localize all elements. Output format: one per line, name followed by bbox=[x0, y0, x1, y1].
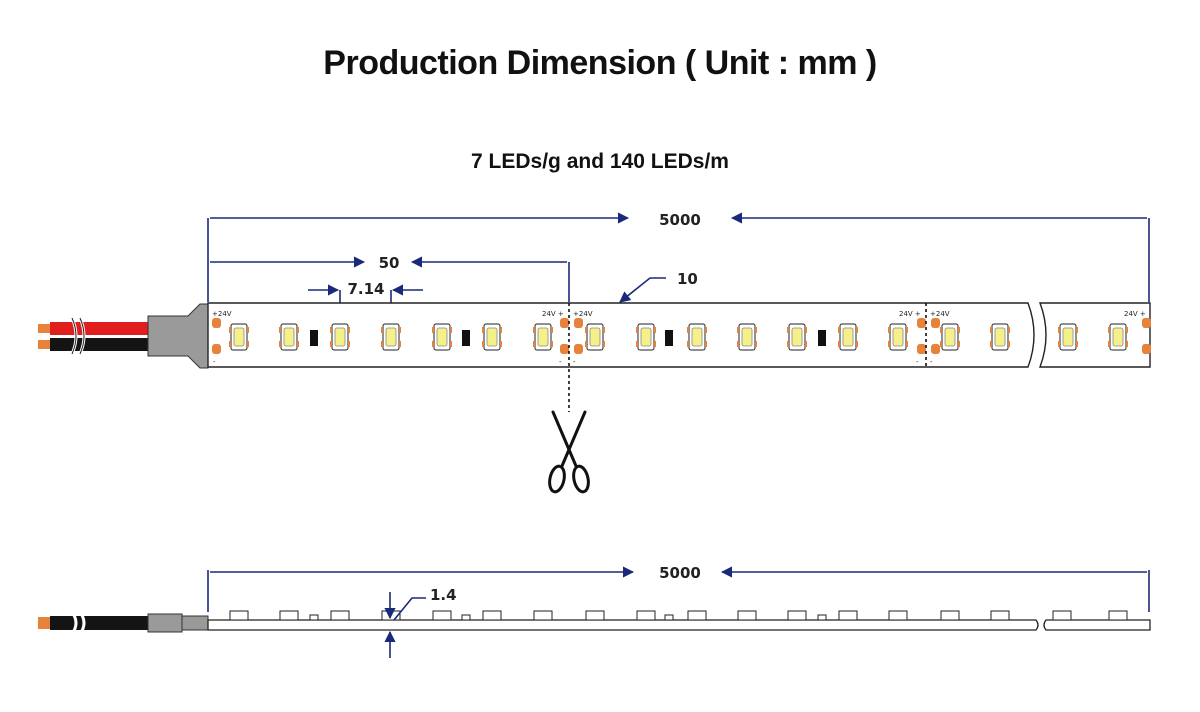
cut-group-dimension bbox=[210, 256, 570, 302]
led-strip-top bbox=[207, 302, 1151, 368]
solder-pad bbox=[212, 318, 221, 328]
led-chip bbox=[636, 323, 656, 351]
pad-label-cut2-right: +24V bbox=[930, 310, 950, 318]
side-led bbox=[787, 610, 807, 621]
side-resistor bbox=[461, 614, 471, 621]
solder-pad bbox=[1142, 344, 1151, 354]
led-chip bbox=[1108, 323, 1128, 351]
solder-pad bbox=[931, 344, 940, 354]
solder-pad bbox=[917, 344, 926, 354]
solder-pad bbox=[560, 344, 569, 354]
led-chip bbox=[229, 323, 249, 351]
led-chip bbox=[787, 323, 807, 351]
led-chip bbox=[585, 323, 605, 351]
led-chip bbox=[330, 323, 350, 351]
side-led bbox=[229, 610, 249, 621]
side-led bbox=[482, 610, 502, 621]
length-label-side: 5000 bbox=[659, 564, 701, 582]
pad-minus-cut2-right: - bbox=[930, 358, 933, 366]
led-pitch-label: 7.14 bbox=[347, 280, 384, 298]
led-chip bbox=[940, 323, 960, 351]
pad-label-cut2-left: 24V + bbox=[899, 310, 921, 318]
side-led bbox=[737, 610, 757, 621]
side-strip-end bbox=[1043, 619, 1151, 631]
side-led bbox=[990, 610, 1010, 621]
led-chip bbox=[279, 323, 299, 351]
side-connector-cap bbox=[181, 615, 209, 631]
pad-label-end: 24V + bbox=[1124, 310, 1146, 318]
side-led bbox=[330, 610, 350, 621]
pad-minus-cut2-left: - bbox=[916, 358, 919, 366]
led-chip bbox=[432, 323, 452, 351]
side-wire-tip bbox=[38, 617, 50, 629]
length-dimension-side bbox=[207, 566, 1150, 612]
thickness-label: 1.4 bbox=[430, 586, 457, 604]
side-led bbox=[838, 610, 858, 621]
side-strip bbox=[207, 619, 1039, 631]
side-led bbox=[585, 610, 605, 621]
top-view: 5000 50 7.14 10 bbox=[38, 211, 1151, 494]
side-connector bbox=[147, 613, 183, 633]
led-chip bbox=[482, 323, 502, 351]
resistor bbox=[310, 330, 318, 346]
resistor bbox=[462, 330, 470, 346]
side-led bbox=[279, 610, 299, 621]
length-dimension-top bbox=[207, 212, 1150, 302]
page-subtitle: 7 LEDs/g and 140 LEDs/m bbox=[471, 150, 729, 173]
resistor bbox=[818, 330, 826, 346]
side-led bbox=[888, 610, 908, 621]
side-led bbox=[636, 610, 656, 621]
solder-pad bbox=[574, 318, 583, 328]
end-connector bbox=[147, 303, 209, 369]
power-wires bbox=[38, 317, 150, 355]
solder-pad bbox=[212, 344, 221, 354]
pad-minus-cut1-right: - bbox=[573, 358, 576, 366]
pad-minus-label-start: - bbox=[213, 358, 216, 366]
led-chip bbox=[737, 323, 757, 351]
side-led bbox=[1108, 610, 1128, 621]
scissors-icon bbox=[548, 410, 590, 494]
pad-plus-label-start: +24V bbox=[212, 310, 232, 318]
resistor bbox=[665, 330, 673, 346]
solder-pad bbox=[574, 344, 583, 354]
solder-pad bbox=[917, 318, 926, 328]
solder-pad bbox=[931, 318, 940, 328]
side-view: 5000 1.4 bbox=[38, 564, 1151, 658]
led-chip bbox=[888, 323, 908, 351]
side-resistor bbox=[817, 614, 827, 621]
led-chip bbox=[381, 323, 401, 351]
side-resistor bbox=[309, 614, 319, 621]
width-label: 10 bbox=[677, 270, 698, 288]
side-resistor bbox=[664, 614, 674, 621]
pad-label-cut1-right: +24V bbox=[573, 310, 593, 318]
pad-label-cut1-left: 24V + bbox=[542, 310, 564, 318]
led-chip bbox=[990, 323, 1010, 351]
side-led bbox=[1052, 610, 1072, 621]
side-led bbox=[533, 610, 553, 621]
solder-pad bbox=[1142, 318, 1151, 328]
side-wire bbox=[50, 616, 150, 630]
cut-group-label: 50 bbox=[379, 254, 400, 272]
led-chip bbox=[838, 323, 858, 351]
side-led bbox=[432, 610, 452, 621]
length-label-top: 5000 bbox=[659, 211, 701, 229]
solder-pad bbox=[560, 318, 569, 328]
pad-minus-cut1-left: - bbox=[559, 358, 562, 366]
led-chip bbox=[533, 323, 553, 351]
side-led bbox=[940, 610, 960, 621]
page-title: Production Dimension ( Unit : mm ) bbox=[323, 44, 877, 82]
led-chip bbox=[1058, 323, 1078, 351]
side-led bbox=[687, 610, 707, 621]
thickness-dimension bbox=[384, 592, 426, 658]
led-chip bbox=[687, 323, 707, 351]
